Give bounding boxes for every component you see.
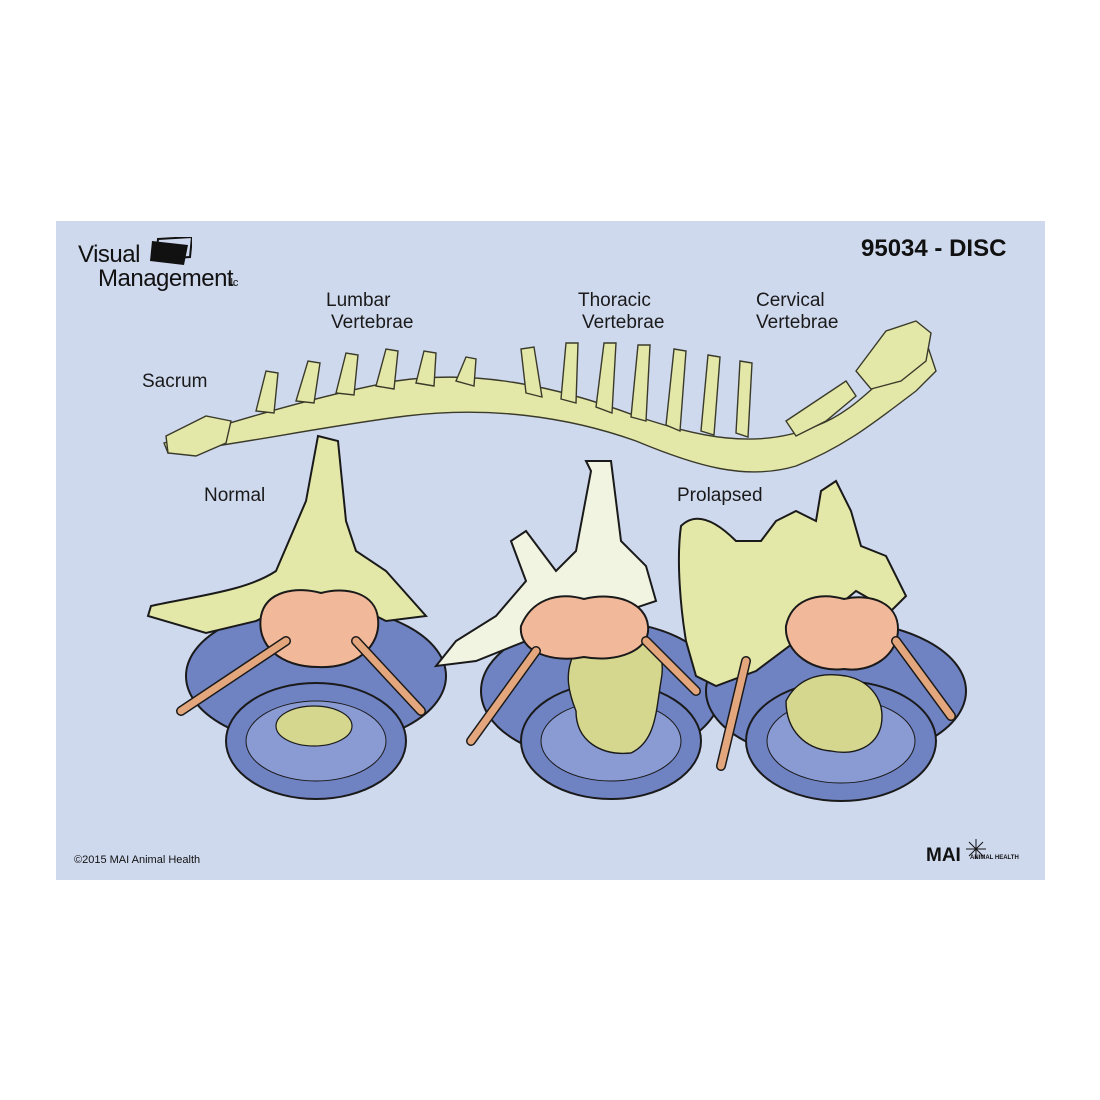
mai-logo-text: MAI: [926, 845, 961, 866]
brand-line1: Visual: [78, 241, 140, 268]
label-thoracic-line2: Vertebrae: [582, 312, 665, 333]
middle-nerve-left-fill: [467, 647, 540, 745]
mai-logo-subtext: ANIMAL HEALTH: [970, 855, 1019, 861]
cervical-bones: [785, 320, 932, 437]
spine-skeleton: [163, 320, 937, 473]
visual-management-logo: Visual Management llc: [78, 237, 278, 297]
label-cervical-line2: Vertebrae: [756, 312, 839, 333]
label-cervical-line1: Cervical: [756, 290, 825, 311]
middle-nerve-right-fill: [642, 637, 700, 695]
brand-line2: Management: [98, 265, 234, 292]
normal-nerve-left-fill: [177, 637, 290, 715]
lumbar-processes: [255, 348, 477, 414]
mai-logo: MAI ANIMAL HEALTH: [926, 839, 1036, 869]
middle-disc-illustration: [433, 460, 722, 800]
thoracic-processes: [520, 342, 753, 438]
label-normal: Normal: [204, 485, 266, 506]
brand-screen-icon: [150, 237, 192, 265]
diagram-card: Visual Management llc 95034 - DISC: [56, 221, 1045, 880]
brand-suffix: llc: [228, 277, 239, 289]
label-lumbar-line1: Lumbar: [326, 290, 391, 311]
prolapsed-disc-illustration: [677, 479, 967, 802]
label-prolapsed: Prolapsed: [677, 485, 763, 506]
prolapsed-spinal-cord: [784, 595, 900, 671]
normal-nucleus: [275, 705, 353, 747]
star-icon: [966, 839, 986, 859]
label-sacrum: Sacrum: [142, 371, 208, 392]
copyright-text: ©2015 MAI Animal Health: [74, 854, 201, 866]
page-title: 95034 - DISC: [861, 235, 1007, 262]
middle-spinal-cord: [519, 595, 650, 660]
normal-spinal-cord: [259, 589, 380, 669]
prolapsed-herniated-nucleus: [785, 674, 883, 753]
prolapsed-nerve-left-fill: [717, 657, 750, 770]
normal-disc-illustration: [146, 434, 447, 800]
spine-body: [163, 339, 937, 473]
anatomy-illustration: [146, 320, 967, 802]
normal-nerve-right-fill: [352, 637, 425, 715]
sacrum-bone: [165, 415, 232, 457]
label-lumbar-line2: Vertebrae: [331, 312, 414, 333]
prolapsed-nerve-right-fill: [892, 637, 955, 720]
label-thoracic-line1: Thoracic: [578, 290, 651, 311]
